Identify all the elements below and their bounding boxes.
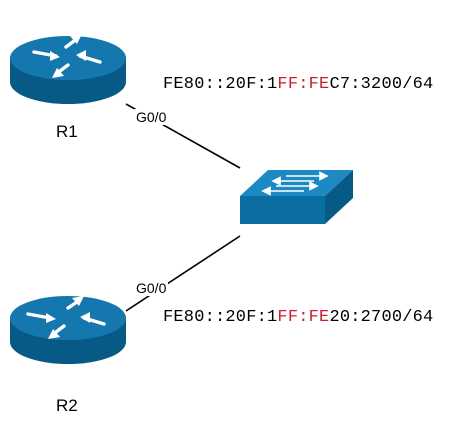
ipv6-address-r1: FE80::20F:1FF:FEC7:3200/64 [163, 75, 433, 94]
switch-icon[interactable] [240, 170, 353, 224]
address-prefix: FE80::20F:1 [163, 308, 278, 327]
address-suffix: 20:2700/64 [329, 308, 434, 327]
interface-label-r1: G0/0 [134, 109, 169, 125]
address-prefix: FE80::20F:1 [163, 75, 278, 94]
interface-label-r2: G0/0 [134, 280, 169, 296]
router-r1-label: R1 [56, 122, 78, 141]
address-suffix: C7:3200/64 [329, 75, 434, 94]
ipv6-address-r2: FE80::20F:1FF:FE20:2700/64 [163, 308, 433, 327]
address-highlight: FF:FE [277, 75, 330, 94]
address-highlight: FF:FE [277, 308, 330, 327]
link-r2-switch [125, 235, 241, 312]
router-r2-icon[interactable] [10, 296, 126, 364]
router-r2-label: R2 [56, 396, 78, 415]
router-r1-icon[interactable] [10, 34, 126, 104]
